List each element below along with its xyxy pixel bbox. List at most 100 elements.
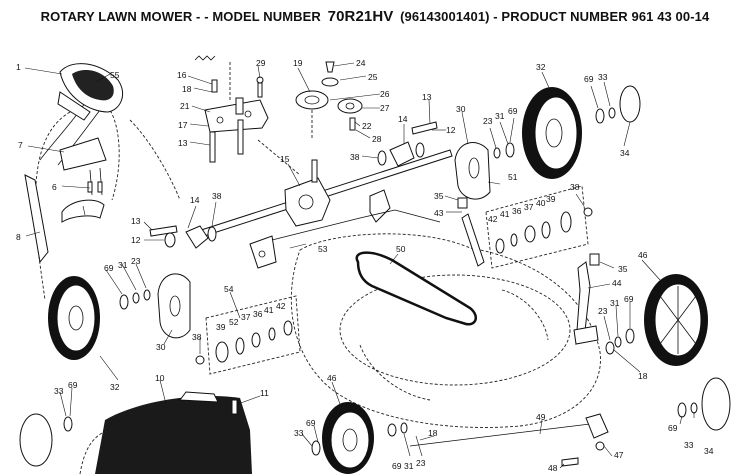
callout-1: 1 [16, 62, 21, 72]
callout-22: 22 [362, 121, 372, 131]
shift-lever-right [573, 253, 600, 345]
callout-26: 26 [380, 89, 390, 99]
callout-24: 24 [356, 58, 366, 68]
gear-detail-right [485, 185, 593, 269]
callout-34-bottom: 34 [704, 446, 714, 456]
callout-38-lower: 38 [192, 332, 202, 342]
callout-33-left: 33 [54, 386, 64, 396]
callout-69-top: 69 [508, 106, 518, 116]
callout-31-left: 31 [118, 260, 128, 270]
callout-38-right: 38 [570, 182, 580, 192]
handle-bracket-plate [59, 137, 107, 223]
model-number: 70R21HV [327, 8, 394, 25]
callout-13: 13 [178, 138, 188, 148]
callout-18-right: 18 [638, 371, 648, 381]
callout-44: 44 [612, 278, 622, 288]
callout-35: 35 [434, 191, 444, 201]
callout-28: 28 [372, 134, 382, 144]
rear-axle-rod [409, 413, 609, 467]
callout-6: 6 [52, 182, 57, 192]
callout-23-left: 23 [131, 256, 141, 266]
gear-detail-left [195, 295, 301, 375]
rear-shield [79, 391, 252, 474]
callout-19: 19 [293, 58, 303, 68]
pulley-assembly [295, 61, 363, 140]
drive-control-rod [271, 209, 441, 241]
callout-69-bottom: 69 [306, 418, 316, 428]
callout-8: 8 [16, 232, 21, 242]
callout-13-right: 13 [422, 92, 432, 102]
callout-18-bottom: 18 [428, 428, 438, 438]
callout-23-right: 23 [598, 306, 608, 316]
callout-23-bottom: 23 [416, 458, 426, 468]
shift-lever-top [457, 197, 485, 267]
callout-labels: 1 55 7 6 8 16 18 21 17 13 29 19 24 25 26… [16, 58, 714, 473]
wheel-left [48, 276, 151, 360]
callout-50: 50 [396, 244, 406, 254]
title-suffix: (96143001401) - PRODUCT NUMBER 961 43 00… [400, 9, 710, 24]
callout-52: 52 [229, 317, 239, 327]
callout-39: 39 [546, 194, 556, 204]
callout-38: 38 [350, 152, 360, 162]
callout-35-right: 35 [618, 264, 628, 274]
callout-54: 54 [224, 284, 234, 294]
callout-12-left: 12 [131, 235, 141, 245]
callout-46-bottom: 46 [327, 373, 337, 383]
callout-11: 11 [260, 388, 269, 398]
callout-30-left: 30 [156, 342, 166, 352]
callout-69-left: 69 [104, 263, 114, 273]
callout-15: 15 [280, 154, 290, 164]
callout-31-bottom: 31 [404, 461, 414, 471]
callout-33-bottom: 33 [294, 428, 304, 438]
callout-36: 36 [512, 206, 522, 216]
callout-49: 49 [536, 412, 546, 422]
callout-69-bottom-right: 69 [668, 423, 678, 433]
page-title: ROTARY LAWN MOWER - - MODEL NUMBER 70R21… [0, 8, 750, 25]
hubcap-bottom-left [19, 413, 73, 467]
callout-37-left: 37 [241, 312, 251, 322]
callout-29: 29 [256, 58, 266, 68]
callout-36-left: 36 [253, 309, 263, 319]
title-prefix: ROTARY LAWN MOWER - - MODEL NUMBER [40, 9, 321, 24]
callout-42: 42 [488, 214, 498, 224]
callout-39-left: 39 [216, 322, 226, 332]
callout-12: 12 [446, 125, 456, 135]
callout-13-left: 13 [131, 216, 141, 226]
callout-41-left: 41 [264, 305, 274, 315]
callout-69-right: 69 [624, 294, 634, 304]
callout-47: 47 [614, 450, 624, 460]
callout-40: 40 [536, 198, 546, 208]
callout-53: 53 [318, 244, 328, 254]
callout-18: 18 [182, 84, 192, 94]
handle-assembly [24, 94, 181, 301]
bearing-housing-left [149, 225, 217, 249]
leader-lines [24, 62, 695, 469]
callout-31-right: 31 [610, 298, 620, 308]
wheel-bottom-center [311, 402, 408, 474]
callout-38-left: 38 [212, 191, 222, 201]
callout-17: 17 [178, 120, 188, 130]
wheel-drive-gear-top [454, 142, 491, 200]
callout-27: 27 [380, 103, 390, 113]
callout-14: 14 [398, 114, 408, 124]
transmission [284, 159, 331, 227]
callout-69: 69 [584, 74, 594, 84]
callout-37: 37 [524, 202, 534, 212]
callout-51: 51 [508, 172, 518, 182]
callout-42-left: 42 [276, 301, 286, 311]
callout-32-left: 32 [110, 382, 120, 392]
hubcap-bottom-right [677, 377, 731, 431]
callout-46: 46 [638, 250, 648, 260]
control-bracket [194, 55, 301, 176]
callout-25: 25 [368, 72, 378, 82]
callout-32: 32 [536, 62, 546, 72]
callout-10: 10 [155, 373, 165, 383]
callout-30: 30 [456, 104, 466, 114]
callout-43: 43 [434, 208, 444, 218]
callout-69-bottom-center: 69 [392, 461, 402, 471]
callout-69-bottom-left: 69 [68, 380, 78, 390]
callout-34: 34 [620, 148, 630, 158]
callout-48: 48 [548, 463, 558, 473]
callout-33-bottom-right: 33 [684, 440, 694, 450]
